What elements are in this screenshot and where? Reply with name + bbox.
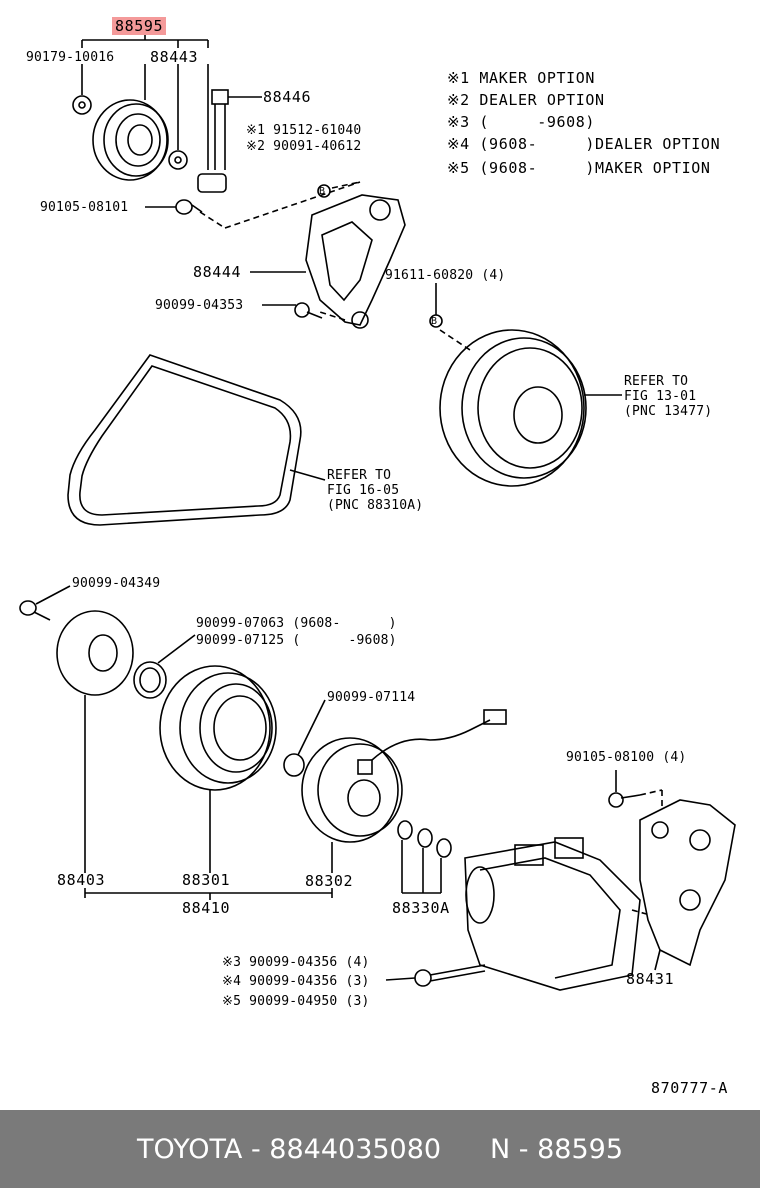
label-90099-07114: 90099-07114 <box>327 690 416 705</box>
note-3: ※3 ( -9608) <box>447 113 595 131</box>
bolt-90099-04353 <box>262 302 323 319</box>
label-88431: 88431 <box>626 970 675 988</box>
parts-diagram: 88595 90179-10016 88443 88446 ※1 91512-6… <box>19 17 736 1097</box>
compressor-bracket-88431 <box>639 799 736 971</box>
label-option-5-90099-04950: ※5 90099-04950 (3) <box>222 994 370 1009</box>
label-88403: 88403 <box>57 871 106 889</box>
label-88446: 88446 <box>263 88 312 106</box>
bolt-88446 <box>211 89 262 170</box>
diagram-drawing <box>19 34 736 991</box>
idler-pulley-88440 <box>92 99 169 181</box>
label-90099-04349: 90099-04349 <box>72 576 161 591</box>
figure-code: 870777-A <box>651 1079 729 1097</box>
label-88444: 88444 <box>193 263 242 281</box>
bolt-tag-b-lower: B <box>431 316 438 327</box>
label-90105-08100: 90105-08100 (4) <box>566 750 687 765</box>
label-option-3-90099-04356: ※3 90099-04356 (4) <box>222 955 370 970</box>
bracket-88444 <box>250 194 406 329</box>
label-88330A: 88330A <box>392 899 450 917</box>
snap-ring-90099-07114 <box>283 699 326 777</box>
bolt-tag-b-top: B <box>319 186 326 197</box>
footer-highlight-code: N - 88595 <box>490 1134 623 1165</box>
label-90105-08101: 90105-08101 <box>40 200 129 215</box>
label-90099-04353: 90099-04353 <box>155 298 244 313</box>
group-bracket-88595 <box>81 34 209 170</box>
long-bolt <box>385 964 486 987</box>
note-2: ※2 DEALER OPTION <box>447 91 605 109</box>
highlight-part-number: 88595 <box>112 17 167 35</box>
field-coil-88302 <box>301 709 507 873</box>
bolt-90105-08100 <box>608 770 641 808</box>
crank-pulley <box>439 329 622 487</box>
highlight-part-number-text: 88595 <box>112 17 167 35</box>
refer-fig-13-01: REFER TO FIG 13-01 (PNC 13477) <box>624 374 713 419</box>
footer-bar: TOYOTA - 8844035080 N - 88595 <box>0 1110 760 1188</box>
nut-91512 <box>197 173 227 193</box>
label-88410: 88410 <box>182 899 231 917</box>
label-option-2-90091: ※2 90091-40612 <box>246 139 362 154</box>
bolt-90099-04349 <box>19 585 71 621</box>
o-rings-88330A <box>397 820 452 894</box>
note-1: ※1 MAKER OPTION <box>447 69 595 87</box>
group-bracket-88410 <box>84 888 333 900</box>
v-belt <box>67 354 326 526</box>
label-88301: 88301 <box>182 871 231 889</box>
washer-90179 <box>72 95 92 115</box>
label-option-4-90099-04356: ※4 90099-04356 (3) <box>222 974 370 989</box>
refer-fig-16-05: REFER TO FIG 16-05 (PNC 88310A) <box>327 468 424 513</box>
ac-pulley-88301 <box>159 665 277 873</box>
dashed-guides-lower <box>631 789 663 916</box>
bolt-90105-08101 <box>145 199 203 215</box>
washer-88443 <box>168 150 188 170</box>
label-90099-07125: 90099-07125 ( -9608) <box>196 633 397 648</box>
label-88443: 88443 <box>150 48 199 66</box>
shim-set <box>133 634 196 699</box>
label-90179-10016: 90179-10016 <box>26 50 115 65</box>
footer-part-number: TOYOTA - 8844035080 <box>137 1134 442 1165</box>
label-88302: 88302 <box>305 872 354 890</box>
label-option-1-91512: ※1 91512-61040 <box>246 123 362 138</box>
label-91611-60820: 91611-60820 (4) <box>385 268 506 283</box>
label-90099-07063: 90099-07063 (9608- ) <box>196 616 397 631</box>
ac-compressor <box>464 837 641 991</box>
note-5: ※5 (9608- )MAKER OPTION <box>447 159 711 177</box>
clutch-hub-88403 <box>56 610 134 873</box>
bolt-tag-circles <box>317 184 443 328</box>
dashed-guides-top <box>199 181 471 351</box>
note-4: ※4 (9608- )DEALER OPTION <box>447 135 721 153</box>
